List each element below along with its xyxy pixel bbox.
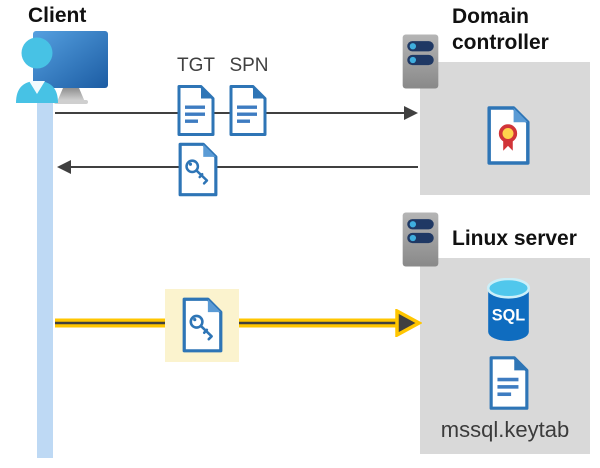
spn-label: SPN [229,55,269,76]
spn-document-icon [228,84,268,137]
highlighted-key-document-icon [181,297,224,353]
keytab-document-icon [488,355,530,411]
linux-server-label: Linux server [452,227,577,250]
response-arrow-head [57,160,71,174]
sql-icon-label: SQL [492,307,525,325]
domain-controller-server-icon [402,34,439,89]
linux-server-icon [402,212,439,267]
client-lifeline [37,86,53,458]
client-workstation-icon [16,31,108,104]
request-arrow-head [404,106,418,120]
certificate-document-icon [486,106,531,165]
sql-database-icon: SQL [486,278,531,341]
key-document-icon [177,142,219,197]
tgt-document-icon [176,84,216,137]
domain-controller-label: Domain controller [452,5,549,54]
tgt-label: TGT [177,55,215,76]
keytab-filename-label: mssql.keytab [440,417,570,442]
client-label: Client [28,4,87,27]
response-arrow-line [70,166,418,168]
